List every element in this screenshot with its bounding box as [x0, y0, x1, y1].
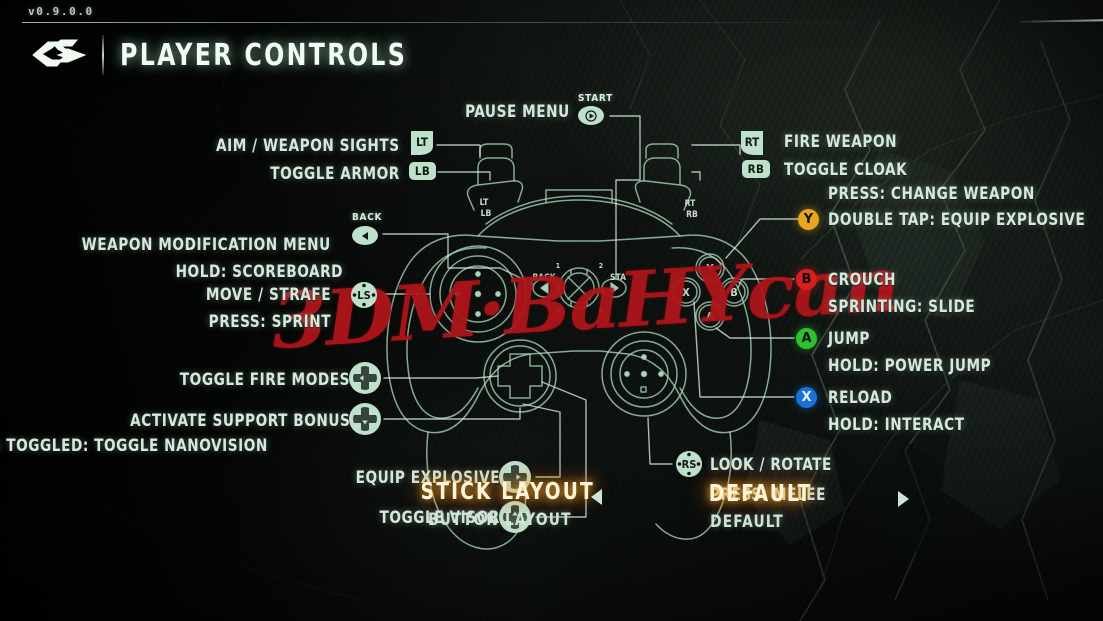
label-jump: JUMP	[828, 329, 870, 348]
label-toggle-cloak: TOGGLE CLOAK	[784, 160, 908, 179]
label-pause-menu: PAUSE MENU	[465, 102, 570, 121]
label-move-strafe: MOVE / STRAFE	[205, 285, 331, 304]
trigger-right-icon[interactable]: RT	[739, 129, 765, 162]
label-reload: RELOAD	[828, 388, 893, 407]
x-button-icon[interactable]: X	[796, 387, 817, 408]
dpad-right-icon[interactable]	[498, 460, 532, 499]
svg-text:RS: RS	[682, 458, 697, 471]
left-stick-icon[interactable]: LS	[350, 281, 378, 314]
dpad-down-icon[interactable]	[348, 402, 382, 441]
label-press-change-weapon: PRESS: CHANGE WEAPON	[828, 184, 1035, 203]
label-equip-explosive: EQUIP EXPLOSIVE	[355, 468, 500, 487]
start-caption: START	[578, 93, 613, 104]
start-button-icon[interactable]	[578, 106, 604, 125]
label-aim: AIM / WEAPON SIGHTS	[216, 136, 400, 155]
prev-option-arrow[interactable]	[588, 487, 606, 512]
label-double-tap-equip-explosive: DOUBLE TAP: EQUIP EXPLOSIVE	[828, 210, 1086, 229]
y-button-icon[interactable]: Y	[798, 209, 819, 230]
label-sprinting-slide: SPRINTING: SLIDE	[828, 297, 976, 316]
page-header: PLAYER CONTROLS	[28, 32, 446, 78]
dpad-left-icon[interactable]	[348, 361, 382, 400]
svg-text:LT: LT	[416, 135, 428, 149]
bumper-left-icon[interactable]: LB	[409, 162, 436, 180]
label-activate-support-bonus: ACTIVATE SUPPORT BONUS	[129, 411, 350, 430]
svg-text:LS: LS	[357, 289, 370, 302]
label-weapon-mod-menu: WEAPON MODIFICATION MENU	[81, 235, 331, 254]
back-button-icon[interactable]	[352, 226, 378, 245]
header-divider-line	[22, 22, 892, 23]
right-stick-icon[interactable]: RS	[675, 450, 703, 483]
label-hold-scoreboard: HOLD: SCOREBOARD	[175, 262, 343, 281]
label-crouch: CROUCH	[828, 270, 897, 289]
dpad-up-icon[interactable]	[498, 500, 532, 539]
label-hold-power-jump: HOLD: POWER JUMP	[828, 356, 992, 375]
label-press-sprint: PRESS: SPRINT	[208, 312, 331, 331]
label-press-melee: PRESS: MELEE	[710, 485, 826, 504]
version-label: v0.9.0.0	[28, 5, 94, 18]
footer-options: STICK LAYOUT BUTTON LAYOUT DEFAULT DEFAU…	[0, 479, 1103, 621]
label-visor-nanovision: VISOR TOGGLED: TOGGLE NANOVISION	[0, 436, 268, 455]
back-caption: BACK	[352, 212, 383, 223]
button-layout-label[interactable]: BUTTON LAYOUT	[427, 510, 572, 530]
next-option-arrow[interactable]	[894, 489, 912, 514]
page-title: PLAYER CONTROLS	[120, 37, 408, 73]
label-hold-interact: HOLD: INTERACT	[828, 415, 965, 434]
a-button-icon[interactable]: A	[796, 328, 817, 349]
b-button-icon[interactable]: B	[796, 269, 817, 290]
stick-layout-label[interactable]: STICK LAYOUT	[420, 479, 595, 505]
trigger-left-icon[interactable]: LT	[409, 129, 435, 162]
label-toggle-visor: TOGGLE VISOR	[379, 508, 500, 527]
stick-layout-value[interactable]: DEFAULT	[708, 481, 813, 507]
svg-text:RT: RT	[745, 135, 760, 149]
bumper-right-icon[interactable]: RB	[742, 160, 770, 178]
label-toggle-armor: TOGGLE ARMOR	[270, 164, 400, 183]
label-look-rotate: LOOK / ROTATE	[710, 455, 832, 474]
label-toggle-fire-modes: TOGGLE FIRE MODES	[179, 370, 350, 389]
header-separator	[102, 35, 104, 75]
label-fire-weapon: FIRE WEAPON	[784, 132, 898, 151]
button-layout-value[interactable]: DEFAULT	[710, 512, 784, 532]
nanosuit-logo-icon	[32, 39, 87, 67]
